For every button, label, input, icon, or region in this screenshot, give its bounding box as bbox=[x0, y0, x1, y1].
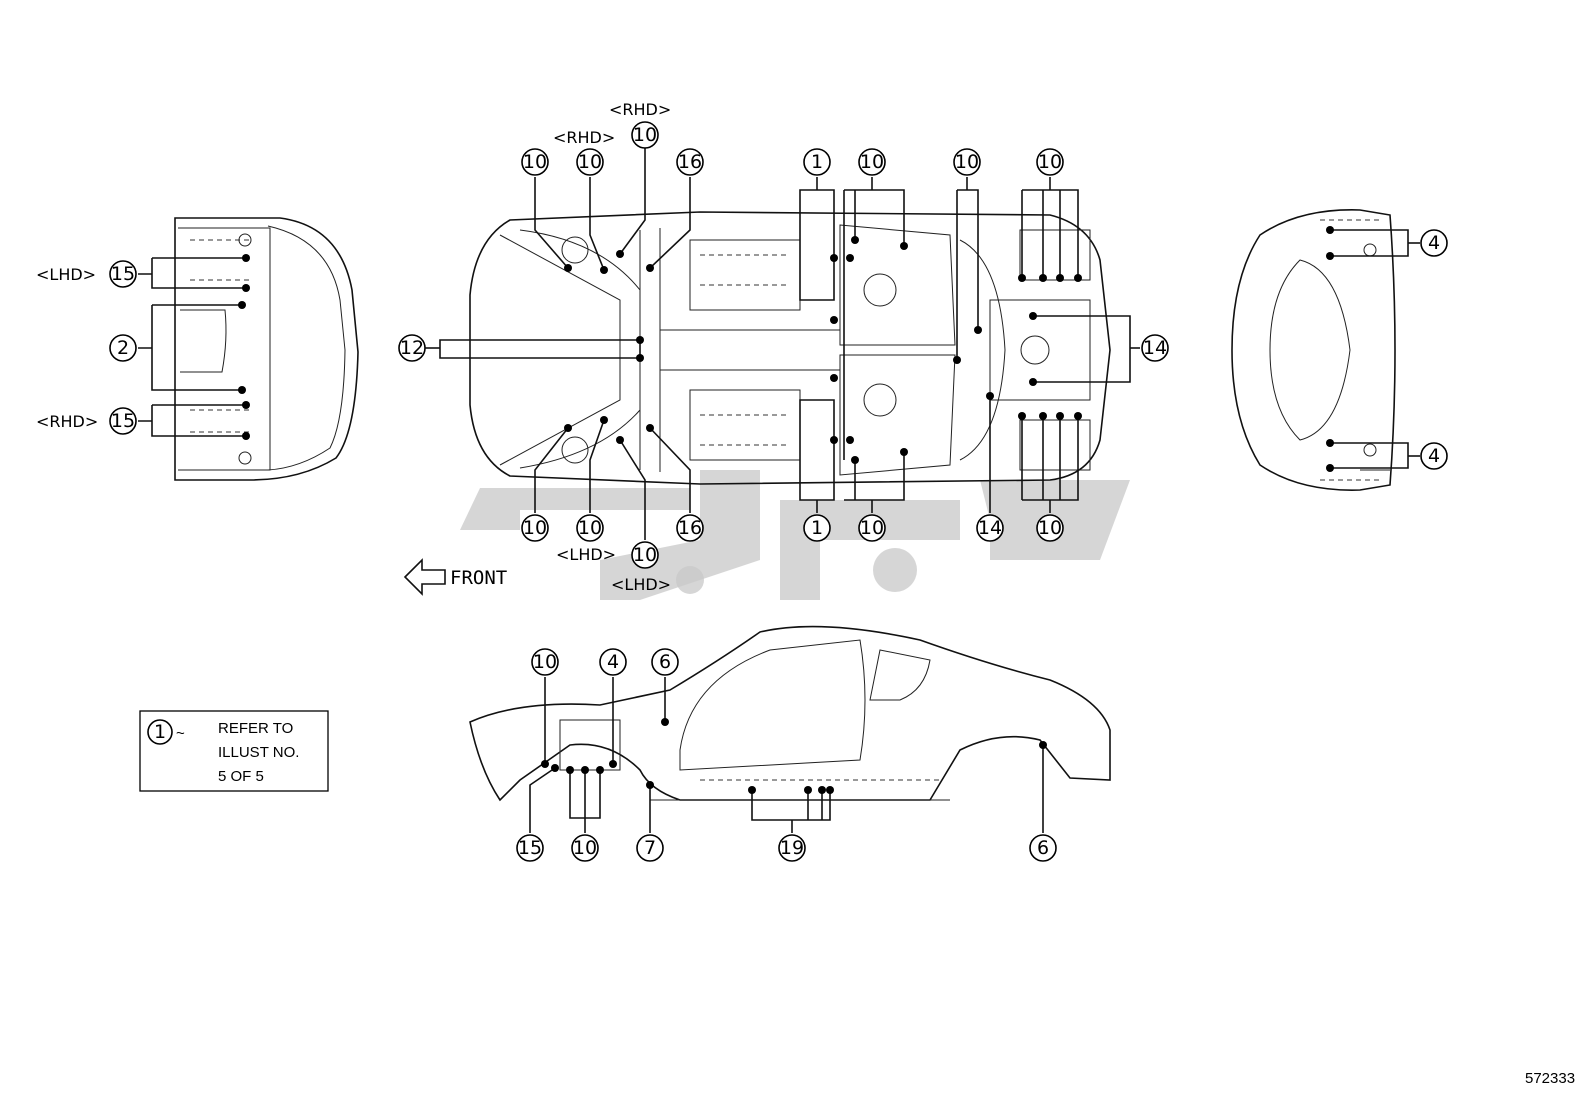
legend-line-2: ILLUST NO. bbox=[218, 744, 299, 761]
svg-text:10: 10 bbox=[860, 517, 884, 539]
callout-side-upper-1: 10 bbox=[531, 648, 559, 676]
callout-top-upper-8: 10 bbox=[1036, 148, 1064, 176]
callout-side-upper-2: 4 bbox=[599, 648, 627, 676]
callout-top-right: 14 bbox=[1141, 334, 1169, 362]
svg-text:6: 6 bbox=[659, 651, 671, 673]
svg-text:12: 12 bbox=[400, 337, 424, 359]
svg-text:7: 7 bbox=[644, 837, 656, 859]
underbody-top-view-drawing bbox=[469, 211, 1111, 485]
legend-line-3: 5 OF 5 bbox=[218, 768, 264, 785]
svg-text:15: 15 bbox=[518, 837, 542, 859]
callout-front-3: 15 bbox=[109, 407, 137, 435]
callout-top-lower-7: 14 bbox=[976, 514, 1004, 542]
svg-text:10: 10 bbox=[533, 651, 557, 673]
callout-top-left: 12 bbox=[398, 334, 426, 362]
svg-text:6: 6 bbox=[1037, 837, 1049, 859]
watermark-logo bbox=[460, 470, 1130, 600]
callout-rear-1: 4 bbox=[1420, 229, 1448, 257]
rhd-tag-front: <RHD> bbox=[36, 412, 98, 431]
front-view-leaders bbox=[138, 254, 250, 440]
rhd-tag-top-1: <RHD> bbox=[553, 128, 615, 147]
callout-top-upper-4: 16 bbox=[676, 148, 704, 176]
lhd-tag-front: <LHD> bbox=[36, 265, 96, 284]
rhd-tag-top-2: <RHD> bbox=[609, 100, 671, 119]
svg-text:1: 1 bbox=[154, 721, 166, 743]
svg-text:10: 10 bbox=[633, 544, 657, 566]
callout-side-upper-3: 6 bbox=[651, 648, 679, 676]
svg-text:16: 16 bbox=[678, 517, 702, 539]
callout-top-lower-2: 10 bbox=[576, 514, 604, 542]
underbody-leaders bbox=[439, 148, 1140, 540]
callout-side-lower-3: 7 bbox=[636, 834, 664, 862]
front-direction-arrow: FRONT bbox=[403, 558, 507, 596]
side-view-drawing bbox=[469, 625, 1111, 802]
callout-side-lower-4: 19 bbox=[778, 834, 806, 862]
callout-top-lower-8: 10 bbox=[1036, 514, 1064, 542]
callout-top-upper-5: 1 bbox=[803, 148, 831, 176]
callout-top-upper-3: 10 bbox=[631, 121, 659, 149]
lhd-tag-bottom-1: <LHD> bbox=[556, 545, 616, 564]
legend-tilde: ~ bbox=[176, 725, 185, 742]
svg-text:10: 10 bbox=[523, 517, 547, 539]
callout-front-2: 2 bbox=[109, 334, 137, 362]
svg-text:10: 10 bbox=[1038, 517, 1062, 539]
callout-top-upper-2: 10 bbox=[576, 148, 604, 176]
callout-front-1: 15 bbox=[109, 260, 137, 288]
callout-side-lower-2: 10 bbox=[571, 834, 599, 862]
rear-view-drawing bbox=[1231, 209, 1396, 491]
callout-top-lower-5: 1 bbox=[803, 514, 831, 542]
svg-text:10: 10 bbox=[578, 517, 602, 539]
svg-text:10: 10 bbox=[573, 837, 597, 859]
callout-top-upper-6: 10 bbox=[858, 148, 886, 176]
svg-text:10: 10 bbox=[578, 151, 602, 173]
callout-top-upper-7: 10 bbox=[953, 148, 981, 176]
side-view-leaders bbox=[529, 677, 1047, 833]
svg-text:14: 14 bbox=[978, 517, 1002, 539]
callout-rear-2: 4 bbox=[1420, 442, 1448, 470]
svg-text:1: 1 bbox=[811, 517, 823, 539]
front-label: FRONT bbox=[450, 567, 507, 589]
callout-top-lower-1: 10 bbox=[521, 514, 549, 542]
svg-text:1: 1 bbox=[811, 151, 823, 173]
svg-text:4: 4 bbox=[607, 651, 619, 673]
svg-text:16: 16 bbox=[678, 151, 702, 173]
legend-box: 1 ~ REFER TO ILLUST NO. 5 OF 5 bbox=[139, 710, 329, 792]
svg-text:4: 4 bbox=[1428, 232, 1440, 254]
lhd-tag-bottom-2: <LHD> bbox=[611, 575, 671, 594]
svg-text:15: 15 bbox=[111, 410, 135, 432]
svg-text:14: 14 bbox=[1143, 337, 1167, 359]
svg-text:2: 2 bbox=[117, 337, 129, 359]
callout-top-lower-3: 10 bbox=[631, 541, 659, 569]
svg-text:15: 15 bbox=[111, 263, 135, 285]
callout-top-lower-6: 10 bbox=[858, 514, 886, 542]
callout-top-upper-1: 10 bbox=[521, 148, 549, 176]
rear-view-leaders bbox=[1326, 226, 1420, 472]
legend-line-1: REFER TO bbox=[218, 720, 293, 737]
callout-side-lower-5: 6 bbox=[1029, 834, 1057, 862]
svg-text:19: 19 bbox=[780, 837, 804, 859]
drawing-code: 572333 bbox=[1525, 1070, 1575, 1087]
svg-text:10: 10 bbox=[523, 151, 547, 173]
variant-tags: <LHD> <RHD> <RHD> <RHD> <LHD> <LHD> bbox=[36, 100, 671, 594]
legend-callout: 1 bbox=[147, 719, 173, 745]
svg-text:10: 10 bbox=[1038, 151, 1062, 173]
svg-text:4: 4 bbox=[1428, 445, 1440, 467]
callout-side-lower-1: 15 bbox=[516, 834, 544, 862]
svg-text:10: 10 bbox=[955, 151, 979, 173]
svg-text:10: 10 bbox=[860, 151, 884, 173]
svg-text:10: 10 bbox=[633, 124, 657, 146]
callout-top-lower-4: 16 bbox=[676, 514, 704, 542]
